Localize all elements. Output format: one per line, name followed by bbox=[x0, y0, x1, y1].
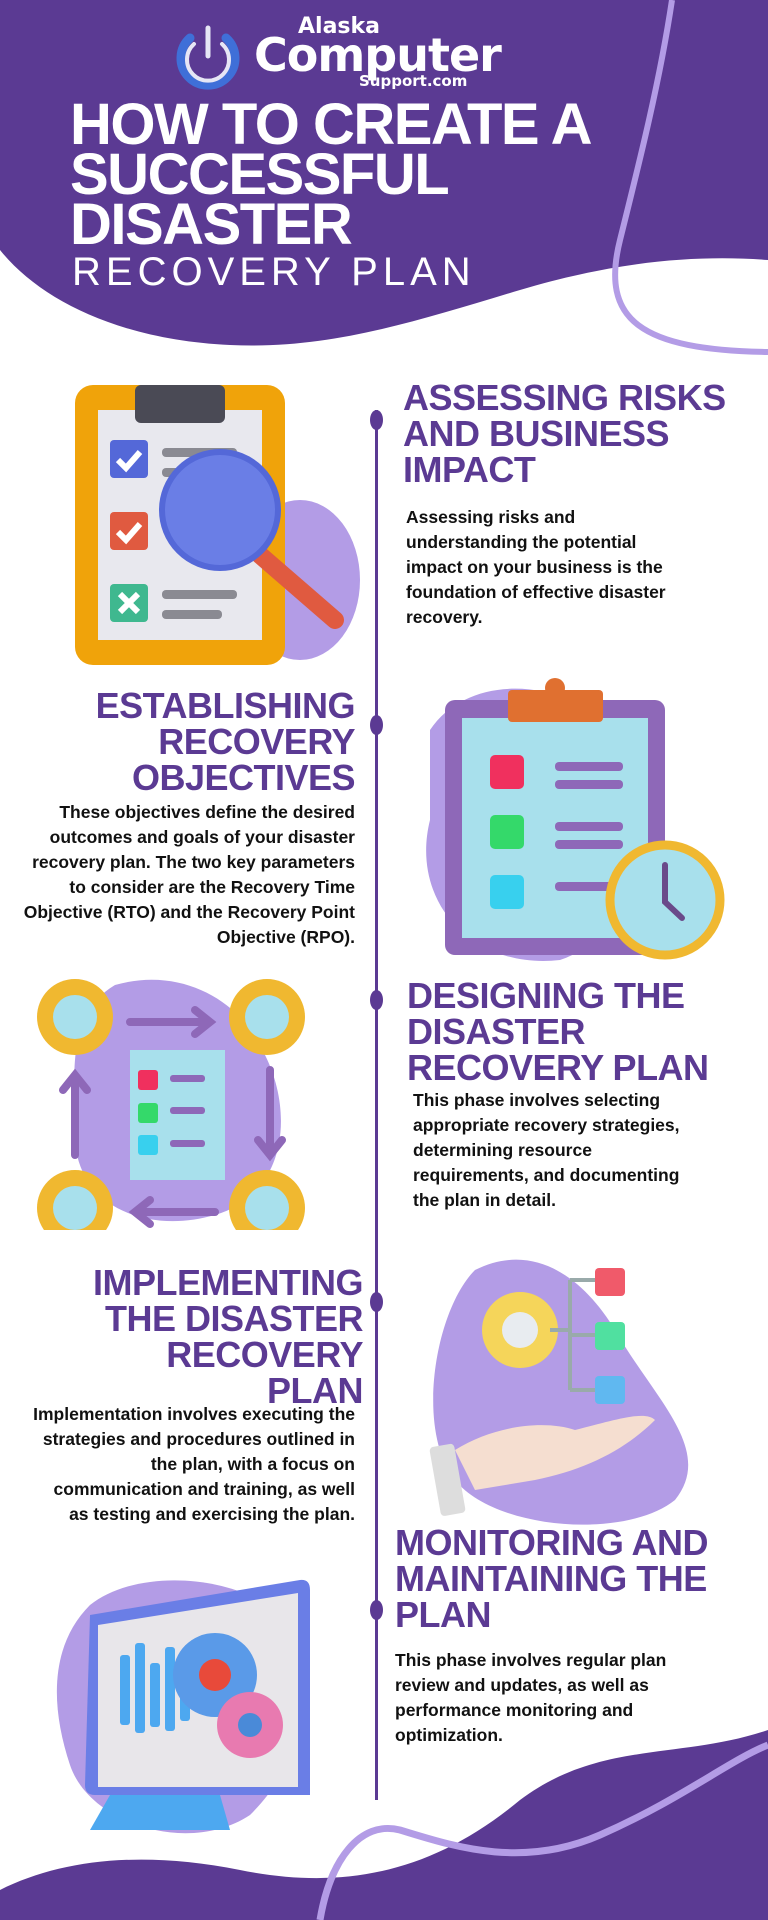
title-line: DISASTER bbox=[70, 192, 353, 257]
section-body: These objectives define the desired outc… bbox=[23, 802, 355, 947]
page-title: HOW TO CREATE A SUCCESSFUL DISASTER bbox=[70, 92, 592, 257]
section-heading: ESTABLISHING RECOVERY OBJECTIVES bbox=[95, 685, 356, 798]
document-gears-cycle-icon bbox=[37, 979, 305, 1230]
timeline-line bbox=[375, 410, 378, 1800]
timeline-dot bbox=[370, 1292, 383, 1312]
brand-line2: Computer bbox=[254, 28, 502, 82]
power-icon bbox=[176, 25, 240, 90]
section-heading: DESIGNING THE DISASTER RECOVERY PLAN bbox=[407, 975, 709, 1088]
brand-line1: Alaska bbox=[298, 14, 380, 39]
section-body: Assessing risks and understanding the po… bbox=[406, 507, 666, 627]
timeline-dot bbox=[370, 715, 383, 735]
brand-line3: Support.com bbox=[359, 72, 468, 90]
timeline-dot bbox=[370, 990, 383, 1010]
title-line: HOW TO CREATE A bbox=[70, 92, 592, 157]
section-heading: ASSESSING RISKS AND BUSINESS IMPACT bbox=[403, 377, 726, 490]
section-heading: MONITORING AND MAINTAINING THE PLAN bbox=[395, 1522, 709, 1635]
section-heading: IMPLEMENTING THE DISASTER RECOVERY PLAN bbox=[93, 1262, 364, 1411]
page-subtitle: RECOVERY PLAN bbox=[72, 250, 476, 294]
timeline-dot bbox=[370, 410, 383, 430]
section-body: This phase involves selecting appropriat… bbox=[413, 1090, 680, 1210]
timeline-dot bbox=[370, 1600, 383, 1620]
clipboard-magnifier-icon bbox=[75, 385, 360, 665]
title-line: SUCCESSFUL bbox=[70, 142, 450, 207]
clipboard-clock-icon bbox=[426, 678, 725, 961]
section-body: This phase involves regular plan review … bbox=[395, 1650, 667, 1745]
monitor-gears-chart-icon bbox=[56, 1579, 310, 1834]
brand-logo: Alaska Computer Support.com bbox=[172, 14, 512, 94]
section-body: Implementation involves executing the st… bbox=[33, 1404, 355, 1524]
hand-gear-hierarchy-icon bbox=[429, 1259, 689, 1525]
